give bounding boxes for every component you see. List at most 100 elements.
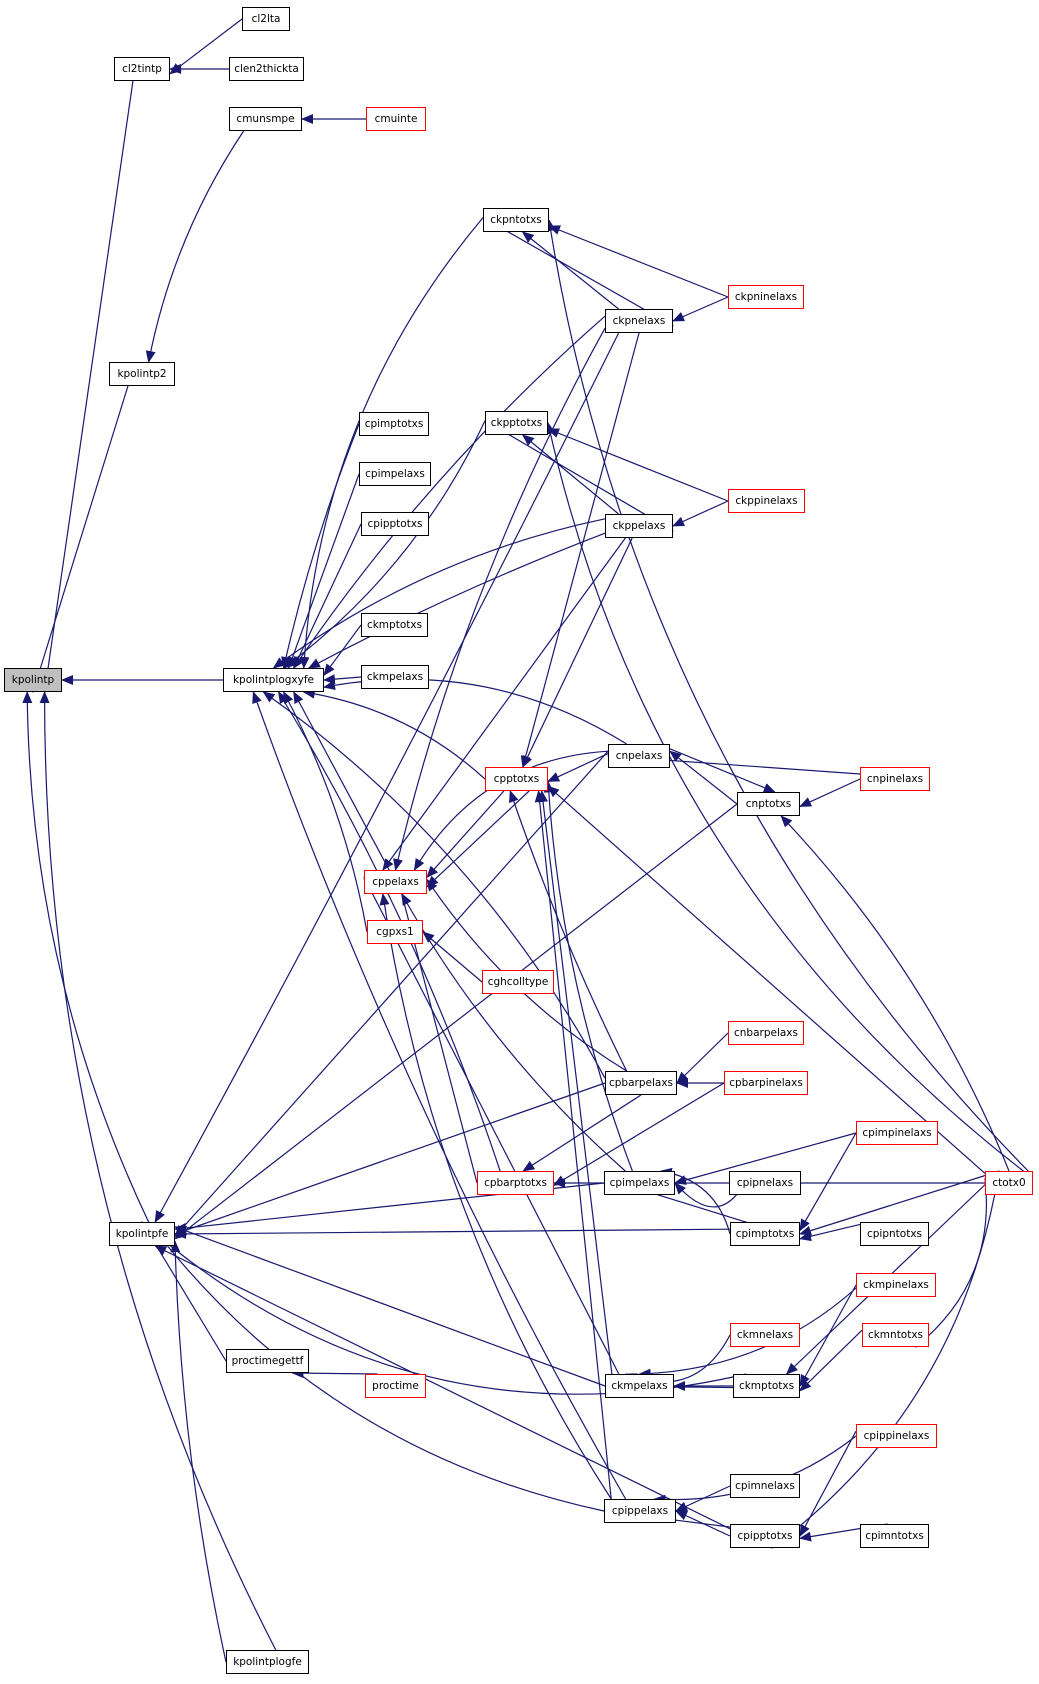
edge-cpbarpelaxs-to-cpbarptotxs: [522, 1094, 642, 1172]
node-cpimntotxs[interactable]: cpimntotxs: [860, 1524, 929, 1548]
node-kpolintp2[interactable]: kpolintp2: [109, 362, 175, 386]
node-label: cmuinte: [374, 113, 418, 125]
node-label: cpipptotxs: [367, 518, 423, 530]
edge-ckppelaxs-to-cppelaxs: [382, 537, 626, 871]
node-ctotx0[interactable]: ctotx0: [985, 1171, 1033, 1195]
node-cnbarpelaxs[interactable]: cnbarpelaxs: [728, 1021, 804, 1045]
node-proctime[interactable]: proctime: [365, 1374, 426, 1398]
node-label: cpptotxs: [493, 773, 540, 785]
node-label: ctotx0: [992, 1177, 1026, 1189]
node-label: cnbarpelaxs: [733, 1027, 798, 1039]
node-cghcolltype[interactable]: cghcolltype: [482, 970, 554, 994]
edge-ckmpelaxs_b-to-cppelaxs: [363, 876, 620, 1375]
node-cpipnelaxs[interactable]: cpipnelaxs: [729, 1171, 801, 1195]
edge-ckpnelaxs-to-kpolintpfe: [154, 332, 620, 1223]
node-cl2lta[interactable]: cl2lta: [242, 7, 290, 31]
node-cl2tintp[interactable]: cl2tintp: [114, 57, 170, 81]
node-label: ckpninelaxs: [734, 291, 798, 303]
node-label: cpipptotxs: [737, 1530, 793, 1542]
node-cpimpelaxs-b[interactable]: cpimpelaxs: [604, 1171, 675, 1195]
edge-cpimpinelaxs-to-cpimptotxs_b: [799, 1132, 857, 1232]
node-proctimegettf[interactable]: proctimegettf: [226, 1349, 309, 1373]
edge-ckmptotxs_a-to-kpolintplogxyfe: [323, 624, 362, 677]
node-cpippelaxs[interactable]: cpippelaxs: [604, 1499, 676, 1523]
node-cpbarpinelaxs[interactable]: cpbarpinelaxs: [724, 1071, 808, 1095]
node-cpimptotxs-b[interactable]: cpimptotxs: [730, 1222, 800, 1246]
node-label: cpipnelaxs: [736, 1177, 794, 1189]
node-ckpptotxs[interactable]: ckpptotxs: [485, 411, 548, 435]
node-label: kpolintpfe: [115, 1228, 169, 1240]
node-label: ckmptotxs: [366, 619, 423, 631]
node-cppelaxs[interactable]: cppelaxs: [364, 870, 427, 894]
node-label: cpimnelaxs: [735, 1480, 795, 1492]
node-ckmntotxs[interactable]: ckmntotxs: [862, 1323, 929, 1347]
edge-ckppelaxs-to-cpptotxs: [522, 537, 633, 768]
node-cnpinelaxs[interactable]: cnpinelaxs: [860, 767, 930, 791]
node-label: ckppelaxs: [612, 520, 666, 532]
node-cgpxs1[interactable]: cgpxs1: [367, 920, 423, 944]
edge-cgpxs1-to-kpolintplogxyfe: [283, 691, 368, 933]
node-cnpelaxs[interactable]: cnpelaxs: [608, 744, 670, 768]
edge-cnptotxs-to-kpolintpfe: [174, 803, 738, 1240]
edge-cnpelaxs-to-kpolintpfe: [174, 750, 609, 1238]
node-cmunsmpe[interactable]: cmunsmpe: [229, 107, 302, 131]
node-label: cgpxs1: [376, 926, 414, 938]
edge-cpptotxs-to-kpolintplogxyfe: [302, 688, 486, 780]
node-ckmptotxs-a[interactable]: ckmptotxs: [361, 613, 428, 637]
node-cnptotxs[interactable]: cnptotxs: [737, 792, 800, 816]
node-cpimptotxs-a[interactable]: cpimptotxs: [359, 412, 429, 436]
node-kpolintplogfe[interactable]: kpolintplogfe: [226, 1650, 309, 1674]
edge-ctotx0-to-cpipptotxs_b: [771, 1194, 996, 1549]
node-label: cpimntotxs: [865, 1530, 924, 1542]
edge-ckppinelaxs-to-ckpptotxs: [547, 428, 729, 502]
node-label: cpimpinelaxs: [862, 1127, 932, 1139]
node-cpimpinelaxs[interactable]: cpimpinelaxs: [856, 1121, 938, 1145]
edge-ckppelaxs-to-ckpptotxs: [522, 434, 619, 515]
node-kpolintp[interactable]: kpolintp: [4, 668, 62, 692]
edge-ckmpelaxs_b-to-kpolintpfe: [174, 1225, 606, 1387]
edge-ctotx0-to-cpimptotxs_b: [799, 1170, 1000, 1236]
node-label: cppelaxs: [372, 876, 419, 888]
node-label: ckpnelaxs: [612, 315, 666, 327]
node-cpippinelaxs[interactable]: cpippinelaxs: [856, 1424, 937, 1448]
edge-cpbarpelaxs-to-cpptotxs: [509, 790, 628, 1072]
node-label: proctimegettf: [231, 1355, 304, 1367]
node-ckppinelaxs[interactable]: ckppinelaxs: [728, 489, 805, 513]
node-clen2thickta[interactable]: clen2thickta: [229, 57, 304, 81]
node-kpolintplogxyfe[interactable]: kpolintplogxyfe: [223, 668, 324, 692]
edge-ctotx0-to-cpptotxs: [547, 785, 986, 1174]
node-label: cpimptotxs: [735, 1228, 795, 1240]
edge-ckmntotxs-to-ckmptotxs_b: [799, 1329, 863, 1392]
node-kpolintpfe[interactable]: kpolintpfe: [109, 1222, 175, 1246]
node-cpimnelaxs[interactable]: cpimnelaxs: [730, 1474, 800, 1498]
node-ckmptotxs-b[interactable]: ckmptotxs: [733, 1374, 800, 1398]
edge-cpbarpelaxs-to-kpolintpfe: [174, 1082, 606, 1236]
node-ckmpelaxs-b[interactable]: ckmpelaxs: [605, 1374, 674, 1398]
edge-cpimpelaxs_b-to-cppelaxs: [401, 893, 626, 1172]
edge-cpippelaxs-to-kpolintplogxyfe: [252, 691, 627, 1500]
edge-ctotx0-to-ckpntotxs: [545, 219, 1029, 1172]
node-cpbarptotxs[interactable]: cpbarptotxs: [477, 1171, 554, 1195]
node-cpipptotxs-a[interactable]: cpipptotxs: [361, 512, 429, 536]
edge-ctotx0-to-ckmntotxs: [914, 1178, 988, 1348]
node-ckppelaxs[interactable]: ckppelaxs: [605, 514, 673, 538]
edge-ckmpinelaxs-to-ckmptotxs_b: [799, 1284, 857, 1387]
edge-cpippelaxs-to-cppelaxs: [379, 893, 612, 1500]
edge-ctotx0-to-ckpptotxs: [545, 422, 1024, 1172]
edge-ckppinelaxs-to-ckppelaxs: [672, 500, 729, 527]
node-cpipptotxs-b[interactable]: cpipptotxs: [730, 1524, 800, 1548]
node-cmuinte[interactable]: cmuinte: [366, 107, 426, 131]
node-ckmpinelaxs[interactable]: ckmpinelaxs: [856, 1273, 936, 1297]
node-cpimpelaxs-a[interactable]: cpimpelaxs: [359, 462, 431, 486]
node-cpipntotxs[interactable]: cpipntotxs: [860, 1222, 929, 1246]
node-ckmpelaxs-a[interactable]: ckmpelaxs: [361, 665, 429, 689]
node-ckpnelaxs[interactable]: ckpnelaxs: [605, 309, 673, 333]
node-cpptotxs[interactable]: cpptotxs: [485, 767, 548, 791]
node-cpbarpelaxs[interactable]: cpbarpelaxs: [605, 1071, 677, 1095]
node-ckmnelaxs[interactable]: ckmnelaxs: [730, 1323, 800, 1347]
edge-cnptotxs-to-cnpelaxs: [669, 750, 738, 805]
node-ckpninelaxs[interactable]: ckpninelaxs: [728, 285, 804, 309]
node-ckpntotxs[interactable]: ckpntotxs: [483, 208, 549, 232]
edge-cnpinelaxs-to-cnptotxs: [799, 778, 861, 807]
edge-ctotx0-to-ckmptotxs_b: [785, 1170, 1000, 1375]
